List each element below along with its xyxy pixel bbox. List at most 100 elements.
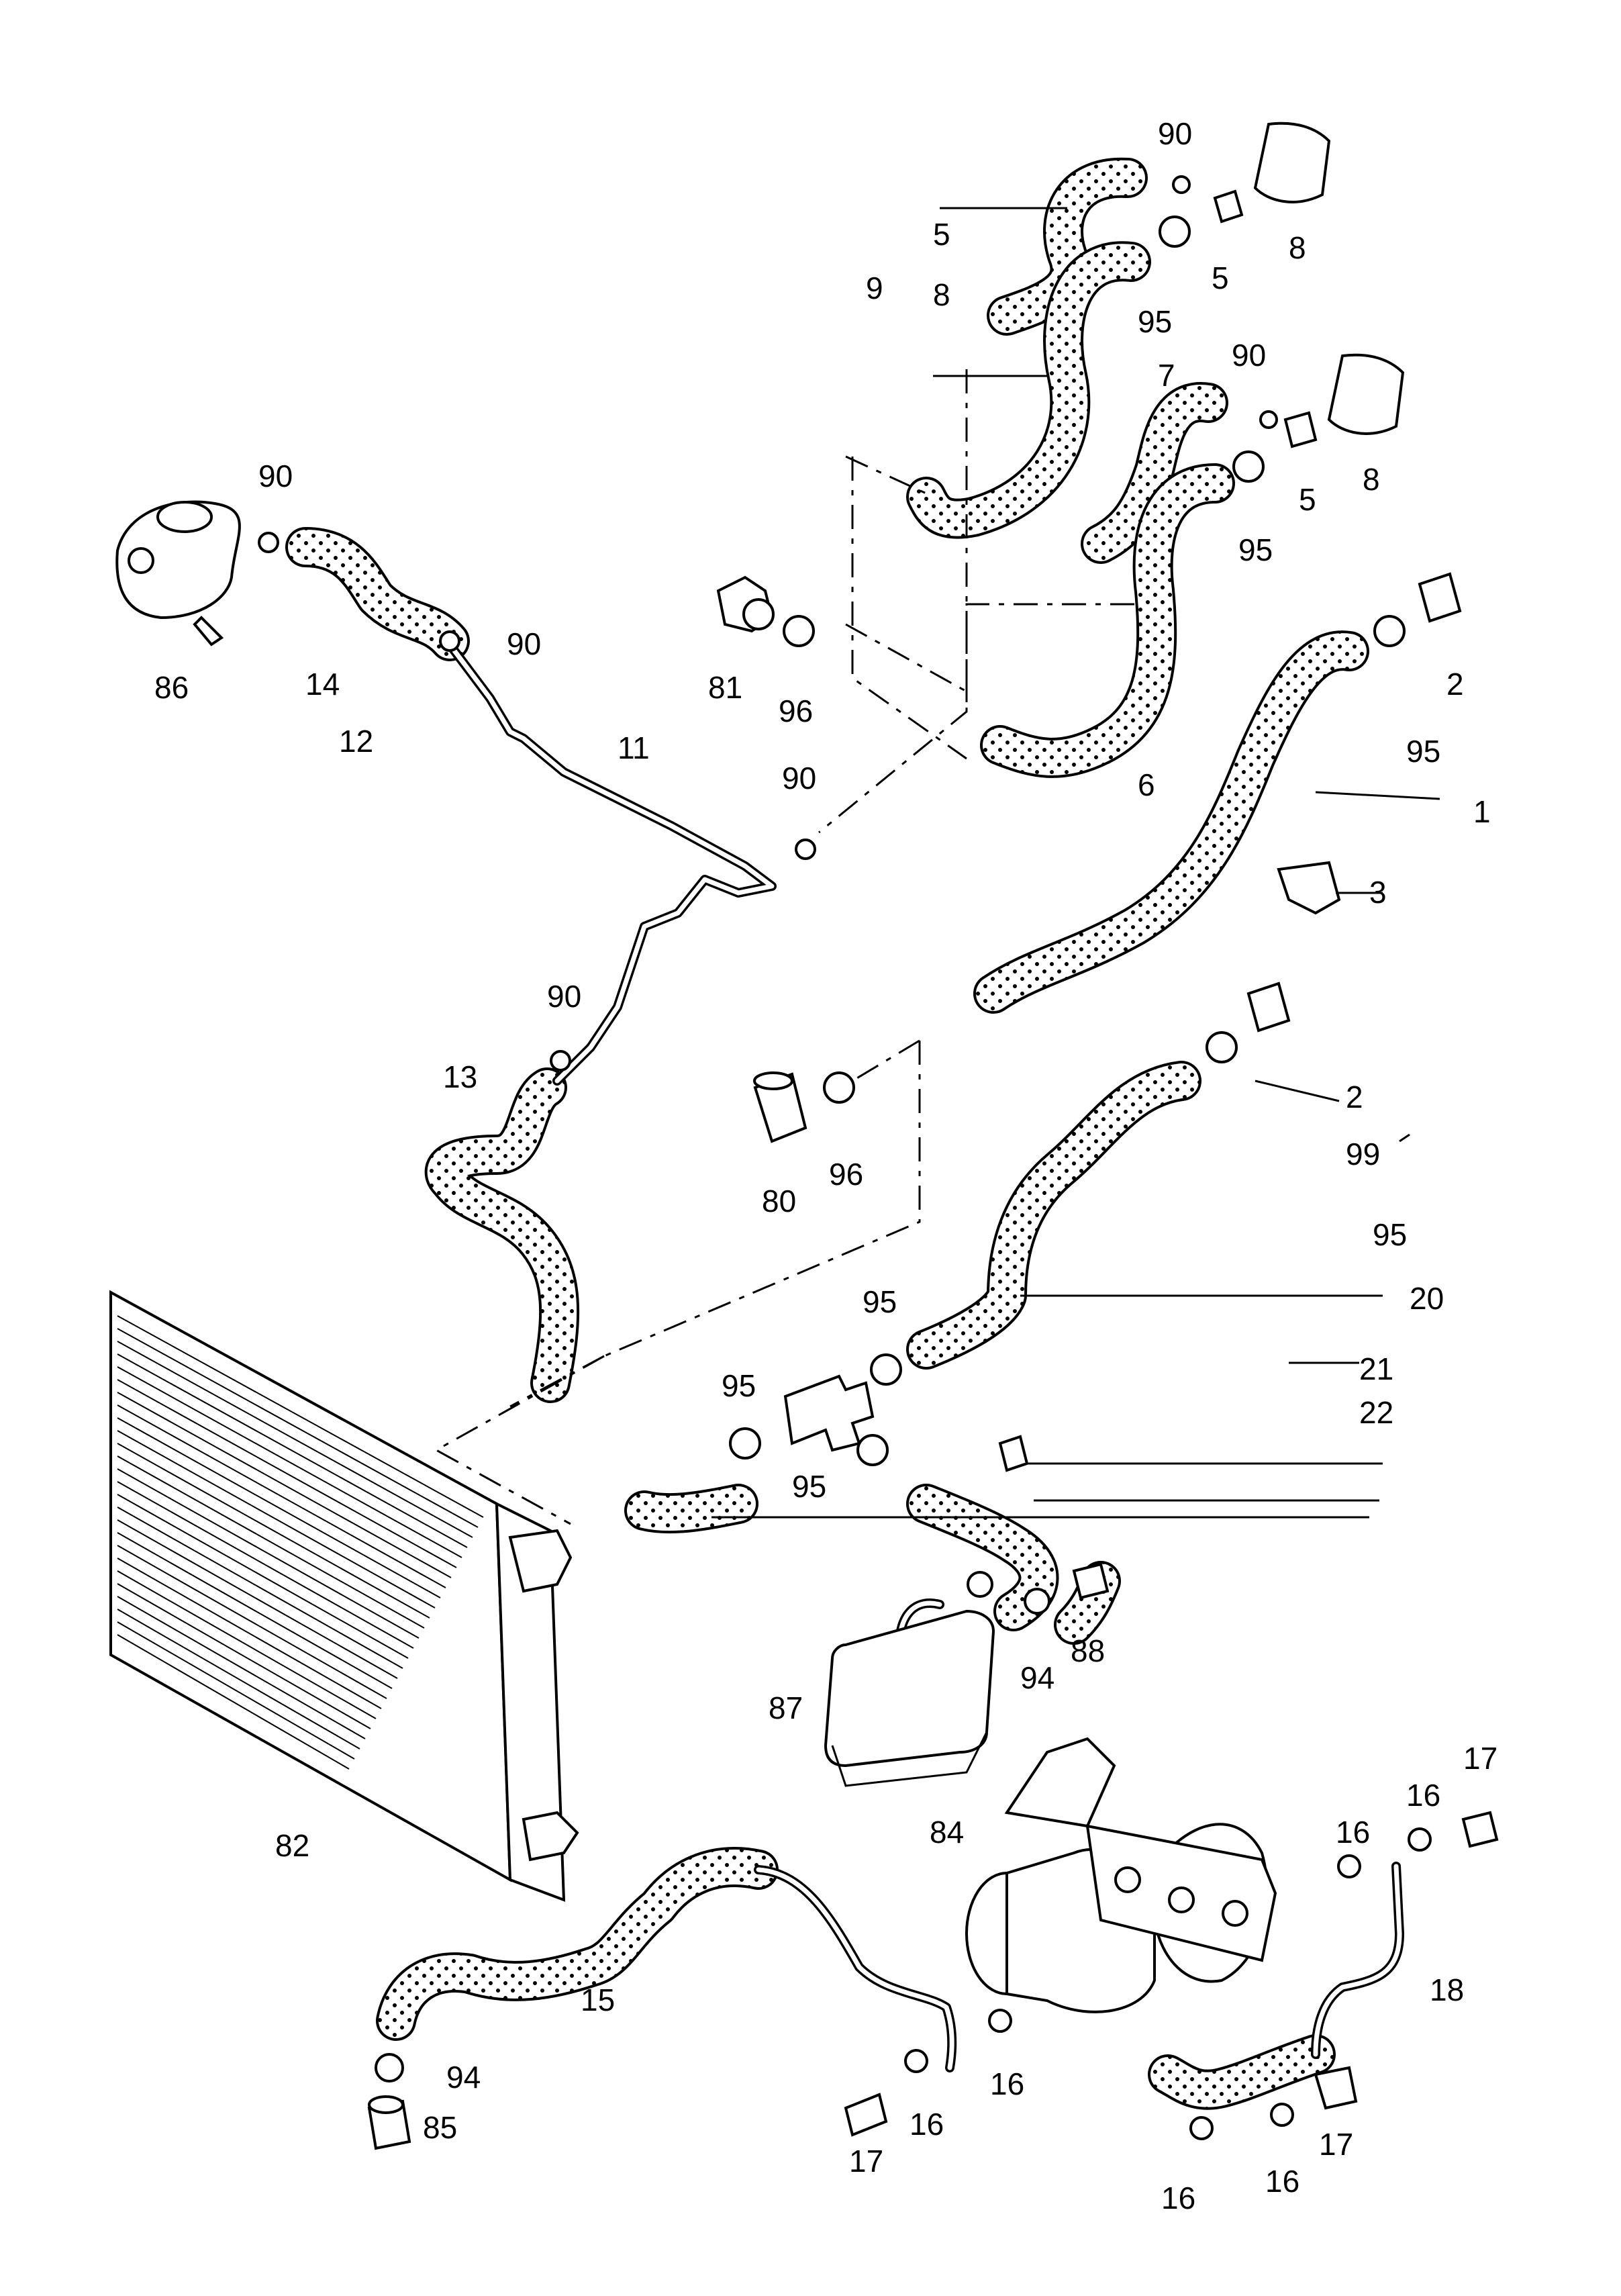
radiator-fin-line — [117, 1366, 462, 1558]
label-12: 12 — [339, 724, 373, 759]
label-16-f: 16 — [1265, 2164, 1299, 2199]
label-95-e: 95 — [863, 1284, 897, 1319]
label-85: 85 — [423, 2110, 457, 2145]
label-96-b: 96 — [829, 1157, 863, 1192]
radiator-fin-line — [117, 1430, 436, 1609]
hose-6 — [980, 463, 1235, 778]
label-14: 14 — [305, 667, 340, 702]
radiator-fin-line — [117, 1468, 420, 1639]
label-7: 7 — [1158, 358, 1175, 393]
label-8-mid: 8 — [1363, 462, 1380, 497]
radiator-fin-line — [117, 1570, 377, 1719]
radiator-fin-line — [117, 1583, 371, 1729]
radiator-fin-line — [117, 1481, 414, 1649]
radiator-fin-line — [117, 1443, 430, 1619]
label-95-g: 95 — [792, 1469, 826, 1504]
label-95-d: 95 — [1373, 1217, 1407, 1252]
label-82: 82 — [275, 1828, 309, 1863]
label-11: 11 — [618, 730, 650, 765]
label-95-c: 95 — [1406, 734, 1440, 769]
label-17-a: 17 — [1463, 1741, 1497, 1776]
radiator-fin-line — [117, 1494, 409, 1659]
radiator-fin-line — [117, 1519, 398, 1679]
hose-15 — [376, 1847, 779, 2041]
label-5-left: 5 — [933, 217, 950, 252]
radiator-fin-line — [117, 1353, 468, 1548]
label-5-top: 5 — [1212, 260, 1229, 295]
label-96-a: 96 — [779, 693, 813, 728]
t-piece-21 — [783, 1374, 875, 1452]
radiator-fin-line — [117, 1609, 360, 1750]
label-90-b: 90 — [1232, 338, 1266, 373]
radiator — [109, 1290, 579, 1902]
label-22: 22 — [1359, 1395, 1393, 1430]
label-9: 9 — [866, 271, 883, 305]
label-2-top: 2 — [1446, 667, 1464, 702]
hose-7 — [1081, 382, 1228, 564]
radiator-fin-line — [117, 1404, 446, 1588]
hose-1 — [973, 630, 1369, 1014]
radiator-fin-line — [117, 1379, 457, 1568]
oil-cooler — [824, 1609, 995, 1787]
label-95-b: 95 — [1238, 532, 1273, 567]
label-13: 13 — [443, 1059, 477, 1094]
label-90-f: 90 — [547, 979, 581, 1014]
pipe-11 — [445, 640, 777, 1086]
label-2-lower: 2 — [1346, 1080, 1363, 1114]
clamps — [258, 175, 1432, 2140]
radiator-fin-line — [117, 1328, 479, 1528]
label-94-a: 94 — [1020, 1660, 1054, 1695]
label-87: 87 — [769, 1690, 803, 1725]
radiator-fin-line — [117, 1392, 452, 1578]
hose-20-lower — [624, 1484, 758, 1534]
label-88: 88 — [1071, 1633, 1105, 1668]
label-17-b: 17 — [849, 2144, 883, 2179]
coolant-temp-sender-81 — [716, 575, 775, 633]
label-94-b: 94 — [446, 2060, 481, 2095]
label-81: 81 — [708, 670, 742, 705]
label-80: 80 — [762, 1184, 796, 1218]
label-16-d: 16 — [1406, 1778, 1440, 1813]
label-16-e: 16 — [1161, 2181, 1195, 2215]
label-8-top: 8 — [1289, 230, 1306, 265]
radiator-fin-line — [117, 1558, 382, 1709]
hose-18 — [1148, 2034, 1336, 2110]
radiator-fin-line — [117, 1455, 425, 1629]
leader-lines — [434, 207, 1440, 1525]
label-8-left: 8 — [933, 277, 950, 312]
radiator-fins — [117, 1315, 484, 1770]
hose-13 — [424, 1067, 580, 1403]
pipe-18 — [1311, 1862, 1404, 2059]
hose-12 — [285, 527, 470, 661]
callout-labels: 1 2 2 3 5 5 5 6 7 8 8 8 9 11 12 13 14 15… — [154, 116, 1497, 2215]
radiator-fin-line — [117, 1621, 355, 1760]
expansion-tank — [115, 500, 241, 647]
label-90-d: 90 — [507, 626, 541, 661]
label-84: 84 — [930, 1815, 964, 1850]
connector-80 — [753, 1071, 807, 1143]
label-86: 86 — [154, 670, 189, 705]
turbocharger — [965, 1737, 1277, 2013]
radiator-fin-line — [117, 1417, 441, 1598]
label-16-a: 16 — [990, 2066, 1024, 2101]
label-5-mid: 5 — [1299, 482, 1316, 517]
label-16-c: 16 — [1336, 1815, 1370, 1850]
hose-9-lower — [906, 241, 1151, 539]
radiator-fin-line — [117, 1532, 393, 1689]
label-99: 99 — [1346, 1137, 1380, 1171]
label-90-c: 90 — [258, 459, 293, 493]
label-95-a: 95 — [1138, 304, 1172, 339]
radiator-fin-line — [117, 1596, 366, 1739]
hose-20 — [906, 1061, 1201, 1370]
label-6: 6 — [1138, 767, 1155, 802]
radiator-fin-line — [117, 1634, 350, 1770]
label-95-f: 95 — [722, 1368, 756, 1403]
radiator-fin-line — [117, 1341, 473, 1538]
radiator-fin-line — [117, 1506, 403, 1669]
label-21: 21 — [1359, 1351, 1393, 1386]
label-1: 1 — [1473, 794, 1491, 829]
label-17-c: 17 — [1319, 2127, 1353, 2162]
label-20: 20 — [1410, 1281, 1444, 1316]
label-3: 3 — [1369, 875, 1387, 910]
